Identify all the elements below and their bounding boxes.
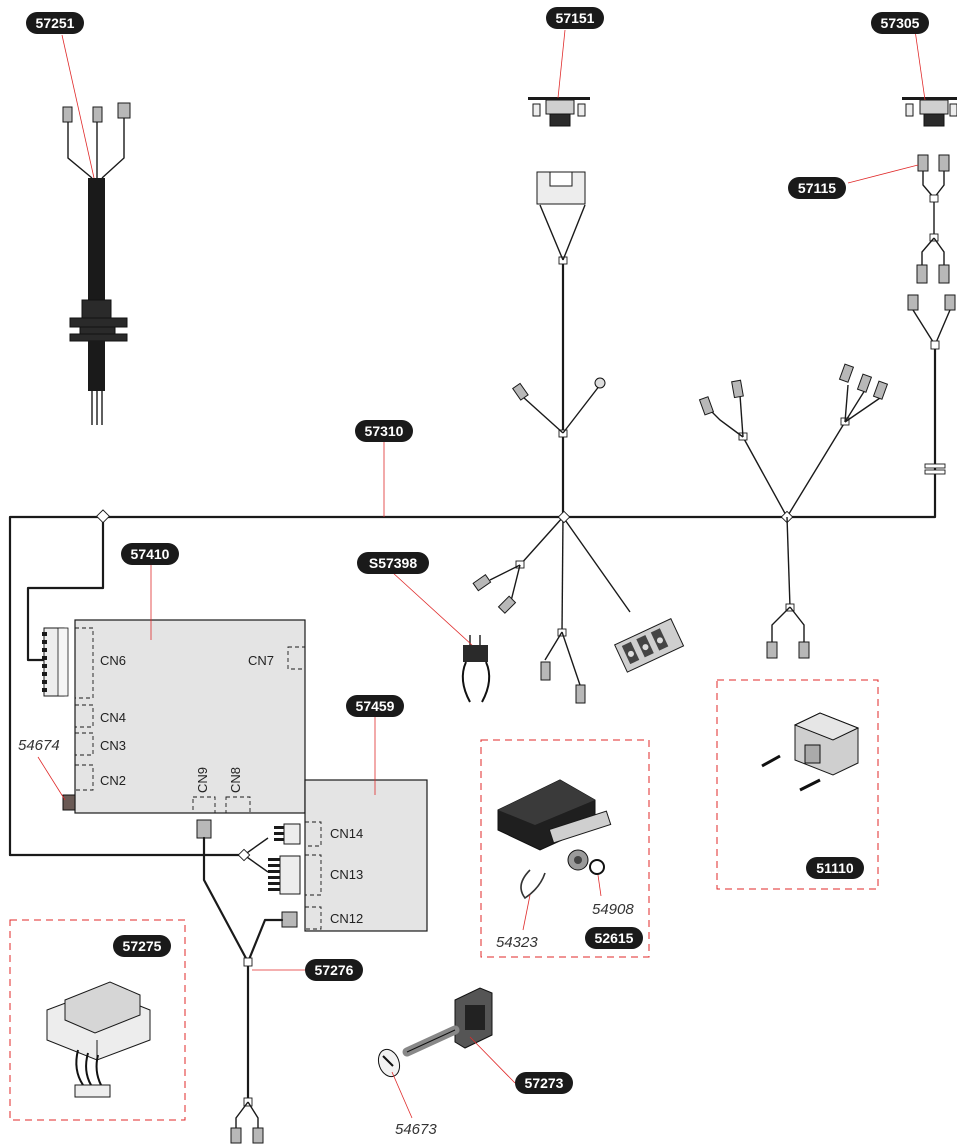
svg-text:57459: 57459 <box>356 698 395 714</box>
switch-57151 <box>528 97 590 127</box>
svg-text:51110: 51110 <box>816 860 854 876</box>
part-badge-57276: 57276 <box>305 959 363 981</box>
cable-57251 <box>62 102 131 425</box>
ref-label-54673: 54673 <box>395 1121 437 1138</box>
part-badge-52615: 52615 <box>585 927 643 949</box>
part-badge-57305: 57305 <box>871 12 929 34</box>
board-57410 <box>42 619 306 964</box>
svg-text:57251: 57251 <box>36 15 75 31</box>
board-57459 <box>237 779 428 932</box>
part-badge-57115: 57115 <box>788 177 846 199</box>
part-badge-57251: 57251 <box>26 12 84 34</box>
svg-text:57410: 57410 <box>131 546 170 562</box>
sensor-S57398 <box>461 635 491 703</box>
svg-text:52615: 52615 <box>595 930 634 946</box>
part-badge-57275: 57275 <box>113 935 171 957</box>
connector-label-cn14: CN14 <box>330 826 363 841</box>
connector-label-cn9: CN9 <box>195 767 210 793</box>
svg-text:S57398: S57398 <box>369 555 417 571</box>
part-badge-57310: 57310 <box>355 420 413 442</box>
harness-57276 <box>230 918 284 1144</box>
connector-label-cn12: CN12 <box>330 911 363 926</box>
svg-text:57151: 57151 <box>556 10 595 26</box>
switch-assembly-52615 <box>480 739 650 958</box>
connector-label-cn2: CN2 <box>100 773 126 788</box>
svg-text:57305: 57305 <box>881 15 920 31</box>
connector-label-cn3: CN3 <box>100 738 126 753</box>
ref-label-54674: 54674 <box>18 737 60 754</box>
svg-text:57115: 57115 <box>798 180 836 196</box>
connector-label-cn6: CN6 <box>100 653 126 668</box>
part-badge-51110: 51110 <box>806 857 864 879</box>
connector-label-cn4: CN4 <box>100 710 126 725</box>
part-badge-57410: 57410 <box>121 543 179 565</box>
svg-text:57310: 57310 <box>365 423 404 439</box>
harness-right-hub <box>698 363 889 659</box>
harness-center-hub <box>472 171 685 704</box>
jumper-57115 <box>916 154 950 284</box>
ref-label-54323: 54323 <box>496 934 538 951</box>
switch-57305 <box>902 97 957 127</box>
part-badge-S57398: S57398 <box>357 552 429 574</box>
svg-text:57273: 57273 <box>525 1075 564 1091</box>
part-badge-57273: 57273 <box>515 1072 573 1094</box>
svg-text:57276: 57276 <box>315 962 354 978</box>
potentiometer-57273 <box>377 987 493 1078</box>
svg-text:57275: 57275 <box>123 938 162 954</box>
main-harness-57310 <box>8 343 946 857</box>
connector-label-cn7: CN7 <box>248 653 274 668</box>
connector-label-cn8: CN8 <box>228 767 243 793</box>
part-badge-57459: 57459 <box>346 695 404 717</box>
leader-lines <box>37 29 926 1119</box>
connector-label-cn13: CN13 <box>330 867 363 882</box>
relay-51110 <box>716 679 879 890</box>
harness-branch-top-right <box>907 294 956 350</box>
ref-label-54908: 54908 <box>592 901 634 918</box>
transformer-57275 <box>9 919 186 1121</box>
part-badge-57151: 57151 <box>546 7 604 29</box>
